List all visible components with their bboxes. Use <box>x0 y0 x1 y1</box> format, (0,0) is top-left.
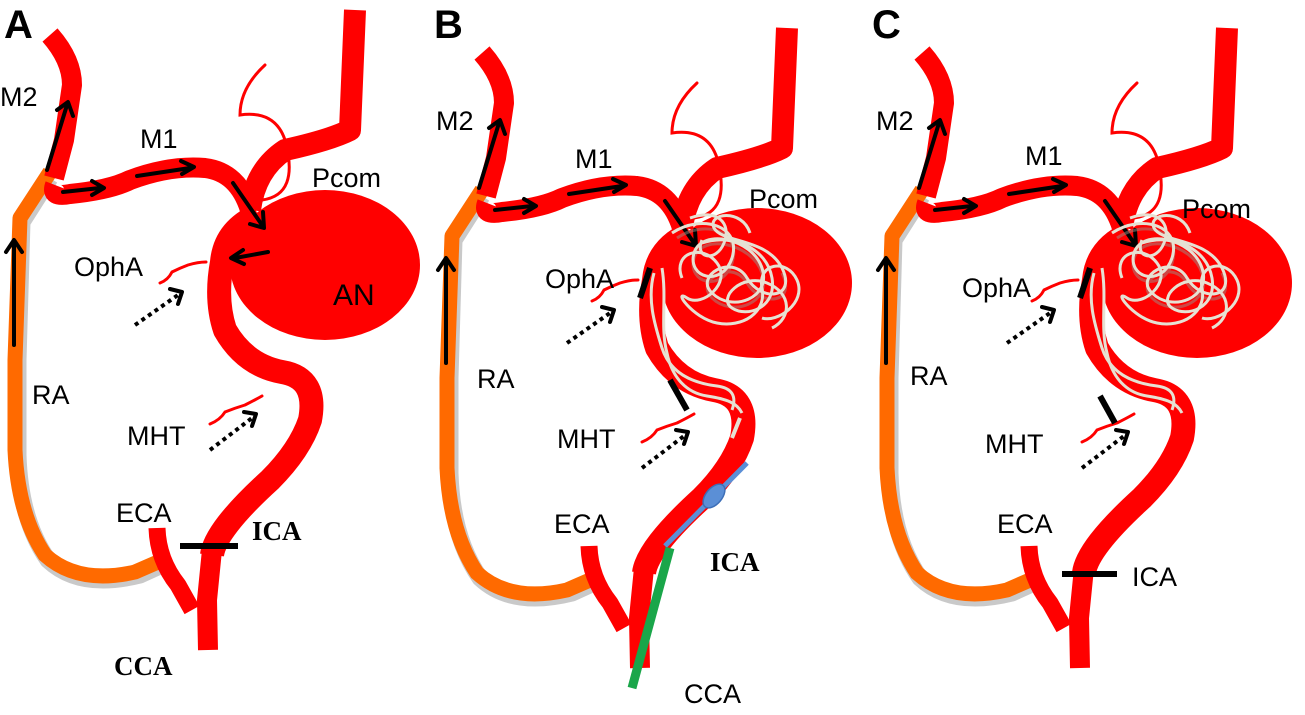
mht-clip-marker <box>1097 394 1118 425</box>
label-ica: ICA <box>252 516 302 546</box>
label-opha: OphA <box>74 252 143 282</box>
label-opha: OphA <box>962 273 1031 303</box>
coil-tail <box>730 417 742 439</box>
opha-clip-marker <box>1077 267 1093 299</box>
label-m2: M2 <box>876 106 914 136</box>
label-cca: CCA <box>114 651 173 681</box>
panel-letter: C <box>872 3 901 47</box>
label-eca: ECA <box>116 498 172 528</box>
reverse-flow-arrowhead <box>229 248 246 266</box>
label-m1: M1 <box>575 144 613 174</box>
label-ica: ICA <box>1132 562 1177 592</box>
label-m2: M2 <box>0 82 38 112</box>
label-m2: M2 <box>436 106 474 136</box>
label-pcom: Pcom <box>312 163 381 193</box>
vasculature <box>15 10 420 650</box>
label-ra: RA <box>910 361 948 391</box>
label-ra: RA <box>32 380 70 410</box>
label-mht: MHT <box>985 429 1043 459</box>
label-m1: M1 <box>140 124 178 154</box>
opha-clip-marker <box>637 267 653 299</box>
reverse-flow-arrow <box>233 250 270 260</box>
label-ica: ICA <box>710 547 760 577</box>
panel-c: C M2 M1 Pcom OphA RA MHT ECA ICA <box>872 3 1292 668</box>
label-mht: MHT <box>127 421 185 451</box>
label-eca: ECA <box>997 509 1053 539</box>
guide-catheter <box>627 546 675 690</box>
label-eca: ECA <box>554 509 610 539</box>
mht-clip-marker <box>667 378 690 412</box>
balloon <box>702 483 726 509</box>
panel-b: B M2 M1 Pcom OphA RA MHT ECA ICA CCA <box>434 3 852 709</box>
panel-a: A M2 M1 Pcom OphA AN RA MHT ECA ICA CCA <box>0 3 420 681</box>
panel-letter: B <box>434 3 463 47</box>
label-an: AN <box>333 279 375 312</box>
label-pcom: Pcom <box>749 184 818 214</box>
label-mht: MHT <box>557 424 615 454</box>
panel-letter: A <box>4 3 33 47</box>
label-pcom: Pcom <box>1182 194 1251 224</box>
label-cca: CCA <box>684 679 741 709</box>
label-m1: M1 <box>1025 141 1063 171</box>
label-opha: OphA <box>545 264 614 294</box>
label-ra: RA <box>477 364 515 394</box>
vasculature <box>447 28 852 668</box>
